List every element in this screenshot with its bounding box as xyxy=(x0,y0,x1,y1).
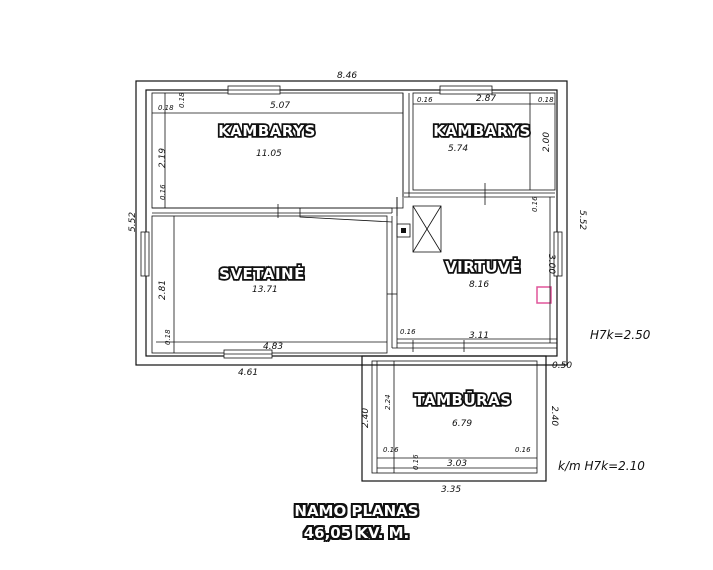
dimension-lines xyxy=(152,93,557,473)
dim-right-overall: 5.52 xyxy=(577,210,587,230)
dim-left-overall: 5.52 xyxy=(128,212,138,232)
dim-vestibule-right: 2.40 xyxy=(549,406,559,426)
room-name-bedroom1: KAMBARYS xyxy=(218,122,316,140)
area-vestibule: 6.79 xyxy=(452,419,472,429)
dim-wall-g: 0.18 xyxy=(164,329,172,345)
dim-living-width: 4.83 xyxy=(263,342,283,352)
stove xyxy=(396,205,442,253)
area-living: 13.71 xyxy=(252,285,278,295)
dim-wall-b: 0.18 xyxy=(178,92,186,108)
dim-wall-a: 0.18 xyxy=(158,104,174,112)
plan-title: NAMO PLANAS xyxy=(294,502,419,520)
ceiling-height-main: H7k=2.50 xyxy=(590,328,651,342)
dim-bottom-left: 4.61 xyxy=(238,368,258,378)
dim-vestibule-width: 3.03 xyxy=(447,459,467,469)
dim-vestibule-outer-width: 3.35 xyxy=(441,485,461,495)
windows xyxy=(140,85,563,359)
dim-living-height: 2.81 xyxy=(158,280,168,300)
dim-wall-e: 0.16 xyxy=(159,184,167,200)
area-bedroom1: 11.05 xyxy=(256,149,282,159)
dim-wall-c: 0.16 xyxy=(417,96,433,104)
dim-wall-k: 0.16 xyxy=(515,446,531,454)
dim-wall-h: 0.16 xyxy=(400,328,416,336)
vestibule-walls xyxy=(361,355,547,482)
main-house-walls xyxy=(135,80,568,366)
dim-top-overall: 8.46 xyxy=(337,71,357,81)
dim-kitchen-width: 3.11 xyxy=(469,331,489,341)
dim-offset-right: 0.50 xyxy=(552,361,572,371)
plan-total-area: 46,05 KV. M. xyxy=(303,524,410,542)
dim-bedroom1-height: 2.19 xyxy=(158,148,168,168)
room-name-living: SVETAINĖ xyxy=(219,264,305,283)
room-name-bedroom2: KAMBARYS xyxy=(433,122,531,140)
door-marks xyxy=(277,183,486,352)
dim-vestibule-left-outer: 2.40 xyxy=(361,408,371,428)
dim-wall-i: 0.16 xyxy=(383,446,399,454)
room-name-kitchen: VIRTUVĖ xyxy=(445,257,521,276)
dim-wall-d: 0.18 xyxy=(538,96,554,104)
area-kitchen: 8.16 xyxy=(469,280,489,290)
kitchen-fixture xyxy=(536,286,552,304)
dim-bedroom2-height: 2.00 xyxy=(542,132,552,152)
dim-kitchen-height: 3.00 xyxy=(546,254,556,274)
dim-bedroom1-width: 5.07 xyxy=(270,101,290,111)
dim-wall-f: 0.16 xyxy=(531,196,539,212)
ceiling-height-vestibule: k/m H7k=2.10 xyxy=(558,459,645,473)
area-bedroom2: 5.74 xyxy=(448,144,468,154)
dim-wall-j: 0.16 xyxy=(412,454,420,470)
dim-bedroom2-width: 2.87 xyxy=(476,94,496,104)
room-name-vestibule: TAMBŪRAS xyxy=(414,389,511,409)
dim-vestibule-left-inner: 2.24 xyxy=(384,394,392,410)
